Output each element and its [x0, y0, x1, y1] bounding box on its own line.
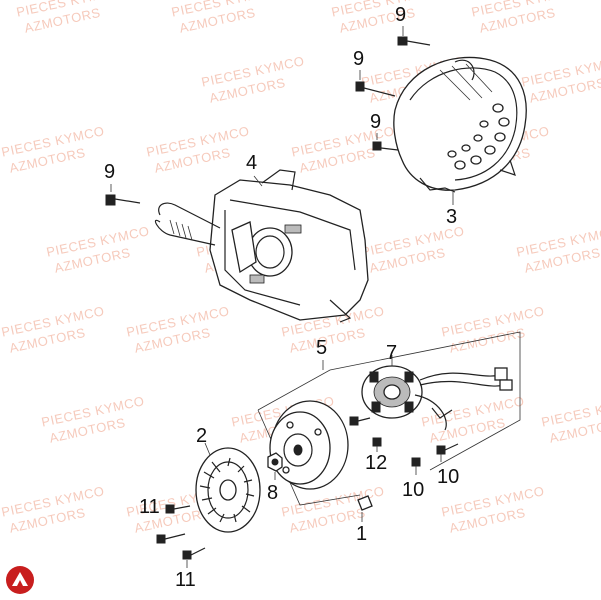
- bolt-part-9-lower-left: [372, 133, 399, 151]
- callout-4: 4: [246, 152, 258, 174]
- callout-11-lower: 11: [175, 569, 196, 591]
- callout-9-left: 9: [104, 161, 116, 183]
- callout-9-top: 9: [395, 4, 407, 26]
- azmotors-logo-icon: [6, 566, 34, 594]
- callout-3: 3: [446, 206, 458, 228]
- nut-part-8: [267, 452, 283, 480]
- cooling-fan-part-2: [195, 442, 261, 533]
- stator-part-7: [361, 355, 513, 431]
- bolt-part-10-b: [436, 443, 459, 462]
- bolt-part-11-a: [165, 504, 191, 514]
- callout-1: 1: [356, 523, 368, 545]
- bolt-part-11-b: [156, 533, 186, 544]
- callout-2: 2: [196, 425, 208, 447]
- callout-12: 12: [365, 452, 388, 474]
- callout-11-upper: 11: [139, 496, 160, 518]
- callout-10-left: 10: [402, 479, 425, 501]
- bolt-part-9-upper-left: [355, 70, 396, 97]
- engine-shroud-part-4: [155, 169, 369, 323]
- bolt-part-10-a: [411, 457, 421, 475]
- callout-9-lower-left: 9: [370, 111, 382, 133]
- callout-7: 7: [386, 342, 398, 364]
- callout-8: 8: [267, 482, 279, 504]
- fan-shroud-cover-part-3: [393, 56, 527, 205]
- bolt-part-9-top: [397, 26, 431, 46]
- callout-9-upper-left: 9: [353, 48, 365, 70]
- bolt-part-11-c: [182, 547, 206, 568]
- bolt-part-9-left: [105, 184, 141, 206]
- bolt-part-12-b: [372, 437, 382, 452]
- callout-5: 5: [316, 337, 328, 359]
- woodruff-key-part-1: [357, 495, 373, 522]
- flywheel-rotor: [269, 400, 349, 490]
- bolt-part-12-a: [349, 416, 371, 426]
- callout-10-right: 10: [437, 466, 460, 488]
